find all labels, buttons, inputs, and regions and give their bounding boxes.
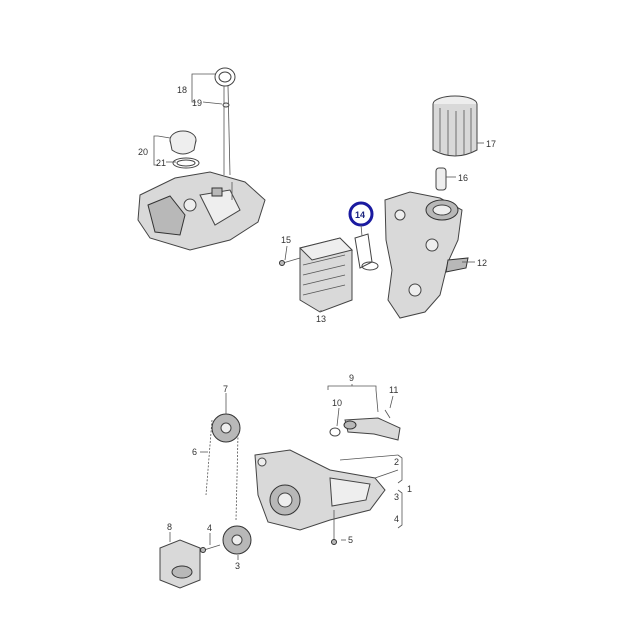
callout-8: 8 xyxy=(167,522,172,532)
oil-pump xyxy=(254,449,386,531)
callout-11: 11 xyxy=(389,385,398,395)
bolt-4 xyxy=(200,544,221,553)
callout-4: 4 xyxy=(207,523,212,533)
callout-6: 6 xyxy=(192,447,197,457)
valve-cover xyxy=(137,171,266,251)
callout-10: 10 xyxy=(332,398,342,408)
drive-chain xyxy=(205,419,239,521)
callout-3: 3 xyxy=(235,561,240,571)
callout-20: 20 xyxy=(138,147,148,157)
callout-18: 18 xyxy=(177,85,187,95)
callout-16: 16 xyxy=(458,173,468,183)
callout-17: 17 xyxy=(486,139,496,149)
bolt-15 xyxy=(279,257,301,266)
dipstick-assembly xyxy=(214,67,236,176)
callout-15: 15 xyxy=(281,235,291,245)
callout-9: 9 xyxy=(349,373,354,383)
callout-7: 7 xyxy=(223,384,228,394)
callout-19: 19 xyxy=(192,98,202,108)
callout-1: 1 xyxy=(407,484,412,494)
callout-14: 14 xyxy=(355,210,365,220)
oil-filter-element xyxy=(432,95,478,157)
callout-21: 21 xyxy=(156,158,166,168)
filter-insert-16 xyxy=(435,167,447,191)
callout-2: 2 xyxy=(394,457,399,467)
oil-filter-housing xyxy=(384,191,469,319)
callout-5: 5 xyxy=(348,535,353,545)
bolt-5 xyxy=(331,510,337,545)
callout-4b: 4 xyxy=(394,514,399,524)
oil-pickup-pipe xyxy=(329,417,401,441)
callout-12: 12 xyxy=(477,258,487,268)
lower-sprocket xyxy=(222,525,252,555)
oil-filler-cap xyxy=(169,130,200,169)
callout-3b: 3 xyxy=(394,492,399,502)
leader-lines xyxy=(153,73,484,560)
bolt-11 xyxy=(384,409,391,419)
gasket-14 xyxy=(354,233,379,271)
oil-cooler xyxy=(299,237,353,313)
callout-13: 13 xyxy=(316,314,326,324)
upper-sprocket xyxy=(211,413,241,443)
chain-cover-8 xyxy=(159,539,201,589)
